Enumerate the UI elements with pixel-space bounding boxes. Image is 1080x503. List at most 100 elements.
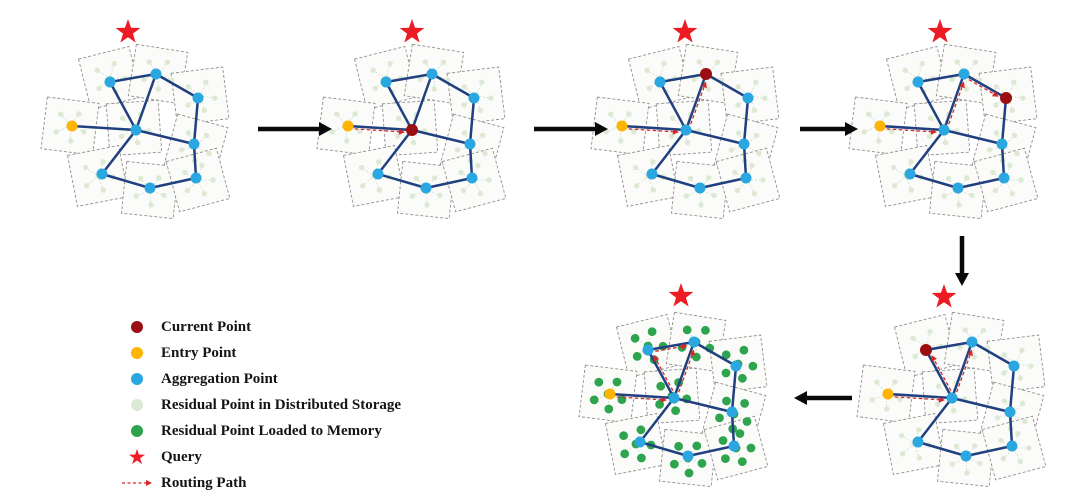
- residual-point-distributed: [942, 139, 949, 146]
- residual-point-distributed: [155, 86, 161, 92]
- aggregation-point: [694, 182, 706, 194]
- residual-link: [686, 189, 701, 197]
- residual-link: [149, 189, 152, 206]
- graph-edge: [970, 340, 1016, 368]
- residual-point-distributed: [964, 470, 970, 476]
- residual-link: [690, 178, 701, 191]
- residual-link: [957, 177, 968, 191]
- residual-point-distributed: [178, 147, 185, 153]
- residual-point-distributed: [185, 102, 191, 108]
- graph-edge: [1000, 142, 1006, 180]
- residual-link: [660, 385, 673, 397]
- residual-link: [1013, 433, 1019, 449]
- routing-arrow-shaft: [948, 86, 963, 125]
- residual-link: [433, 62, 444, 75]
- graph-edge: [108, 80, 138, 132]
- residual-point-distributed: [156, 175, 162, 181]
- panel-step-3: [590, 19, 781, 220]
- residual-link: [1007, 82, 1015, 97]
- residual-link: [737, 363, 743, 379]
- routing-arrow-head: [959, 81, 965, 89]
- residual-link: [619, 125, 635, 132]
- panel-step-2: [316, 19, 507, 220]
- residual-link: [69, 113, 80, 127]
- residual-link: [1015, 363, 1021, 379]
- legend-label: Residual Point Loaded to Memory: [161, 422, 382, 439]
- residual-loaded-icon: [131, 425, 143, 437]
- residual-point-loaded: [620, 449, 630, 459]
- graph-edge: [672, 396, 734, 414]
- residual-point-distributed: [424, 202, 430, 208]
- residual-link: [973, 341, 988, 349]
- aggregation-point: [1004, 406, 1016, 418]
- residual-link: [463, 86, 477, 97]
- residual-point-distributed: [1015, 430, 1021, 437]
- residual-link: [157, 62, 168, 75]
- residual-link: [725, 354, 739, 365]
- residual-point-distributed: [199, 162, 205, 169]
- current-point-icon: [131, 321, 143, 333]
- residual-point-distributed: [482, 150, 488, 157]
- graph-edge: [1008, 364, 1016, 414]
- residual-link: [385, 63, 391, 79]
- residual-point-distributed: [735, 102, 741, 108]
- residual-point-distributed: [902, 67, 908, 73]
- query-star: [668, 283, 694, 307]
- aggregation-point: [104, 76, 116, 88]
- residual-point-distributed: [82, 164, 89, 171]
- residual-link: [96, 69, 111, 79]
- current-point: [700, 68, 712, 80]
- residual-point-distributed: [634, 183, 640, 189]
- residual-link: [948, 178, 959, 191]
- residual-link: [1003, 447, 1015, 459]
- residual-link: [606, 125, 621, 133]
- routing-arrow-shaft: [894, 396, 939, 401]
- residual-link: [1013, 447, 1021, 462]
- residual-point-loaded: [647, 327, 657, 336]
- residual-point-loaded: [718, 436, 728, 445]
- residual-link: [195, 145, 210, 154]
- residual-point-distributed: [477, 107, 484, 113]
- graph-edge: [878, 124, 946, 132]
- residual-point-distributed: [413, 175, 420, 181]
- graph-edge: [148, 176, 198, 190]
- residual-link: [143, 73, 159, 80]
- panel-step-4: [848, 19, 1039, 220]
- graph-edge: [638, 396, 676, 444]
- residual-link: [1011, 413, 1026, 422]
- routing-arrow-head: [967, 349, 973, 357]
- aggregation-point: [96, 168, 108, 180]
- graph-edge: [916, 80, 946, 132]
- aggregation-point: [958, 68, 970, 80]
- routing-arrow-shaft: [968, 79, 994, 95]
- graph-edge: [376, 128, 414, 176]
- residual-link: [877, 125, 880, 142]
- residual-link: [425, 189, 428, 206]
- aggregation-point: [130, 124, 142, 136]
- graph-edge: [886, 392, 954, 400]
- aggregation-point: [966, 336, 978, 348]
- residual-point-distributed: [957, 344, 963, 351]
- residual-link: [683, 114, 691, 129]
- residual-link: [148, 61, 159, 75]
- residual-link: [906, 77, 919, 89]
- residual-point-distributed: [861, 129, 867, 135]
- residual-point-distributed: [488, 95, 494, 101]
- residual-link: [686, 329, 697, 343]
- residual-point-loaded: [630, 333, 640, 343]
- flow-arrow-head: [794, 391, 807, 405]
- residual-link: [98, 77, 111, 89]
- graph-edge: [430, 72, 476, 100]
- residual-point-distributed: [458, 169, 464, 176]
- residual-point-loaded: [715, 413, 724, 423]
- graph-edge: [346, 124, 414, 132]
- graph-edge: [742, 142, 748, 180]
- residual-link: [1015, 363, 1031, 367]
- graph-edge: [742, 96, 750, 146]
- residual-point-distributed: [941, 193, 947, 199]
- legend-item: Routing Path: [118, 474, 401, 492]
- aggregation-point-icon: [131, 373, 143, 385]
- aggregation-point: [466, 172, 478, 184]
- residual-point-distributed: [949, 76, 955, 83]
- legend-label: Residual Point in Distributed Storage: [161, 396, 402, 413]
